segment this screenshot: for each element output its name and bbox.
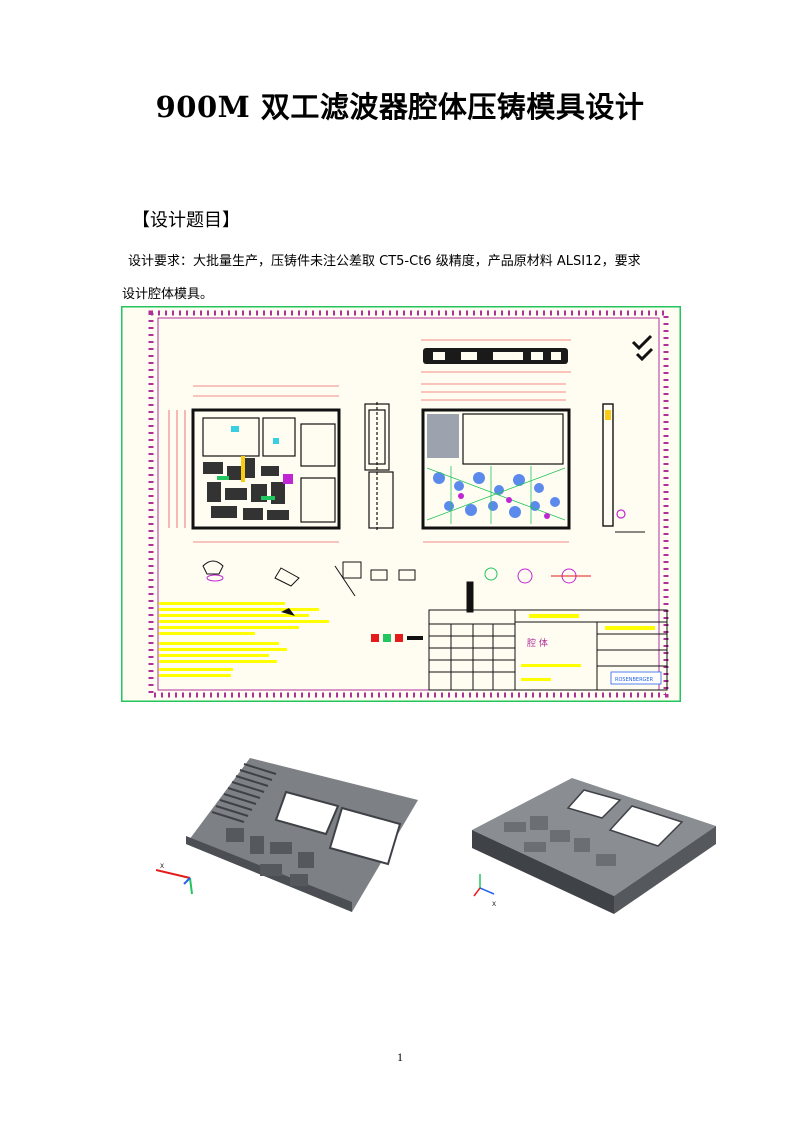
section-heading: 【设计题目】 [132, 210, 240, 231]
svg-text:X: X [492, 901, 496, 908]
svg-text:X: X [160, 863, 164, 870]
page-number: 1 [397, 1050, 403, 1064]
cad-drawing: 腔 体 ROSENBERGER [121, 306, 681, 702]
symbol-cluster [371, 634, 423, 642]
side-section-view [364, 402, 394, 532]
detail-views [202, 560, 591, 613]
title-block: 腔 体 ROSENBERGER [428, 609, 668, 691]
company-logo: ROSENBERGER [615, 677, 654, 683]
requirement-line-2: 设计腔体模具。 [122, 287, 214, 302]
title-block-label: 腔 体 [527, 637, 548, 649]
right-main-view [421, 408, 571, 530]
check-icon [631, 334, 653, 351]
end-profile-view [602, 403, 645, 533]
requirement-line-1: 设计要求：大批量生产，压铸件未注公差取 CT5-Ct6 级精度，产品原材料 AL… [128, 254, 641, 269]
cavity-render-left: X [156, 758, 418, 912]
cavity-render-right: X [472, 778, 716, 914]
page-title: 900M 双工滤波器腔体压铸模具设计 [155, 90, 645, 124]
left-main-view [191, 408, 341, 530]
top-view-part [421, 339, 571, 373]
check-icon [635, 347, 654, 362]
technical-notes [159, 602, 329, 677]
